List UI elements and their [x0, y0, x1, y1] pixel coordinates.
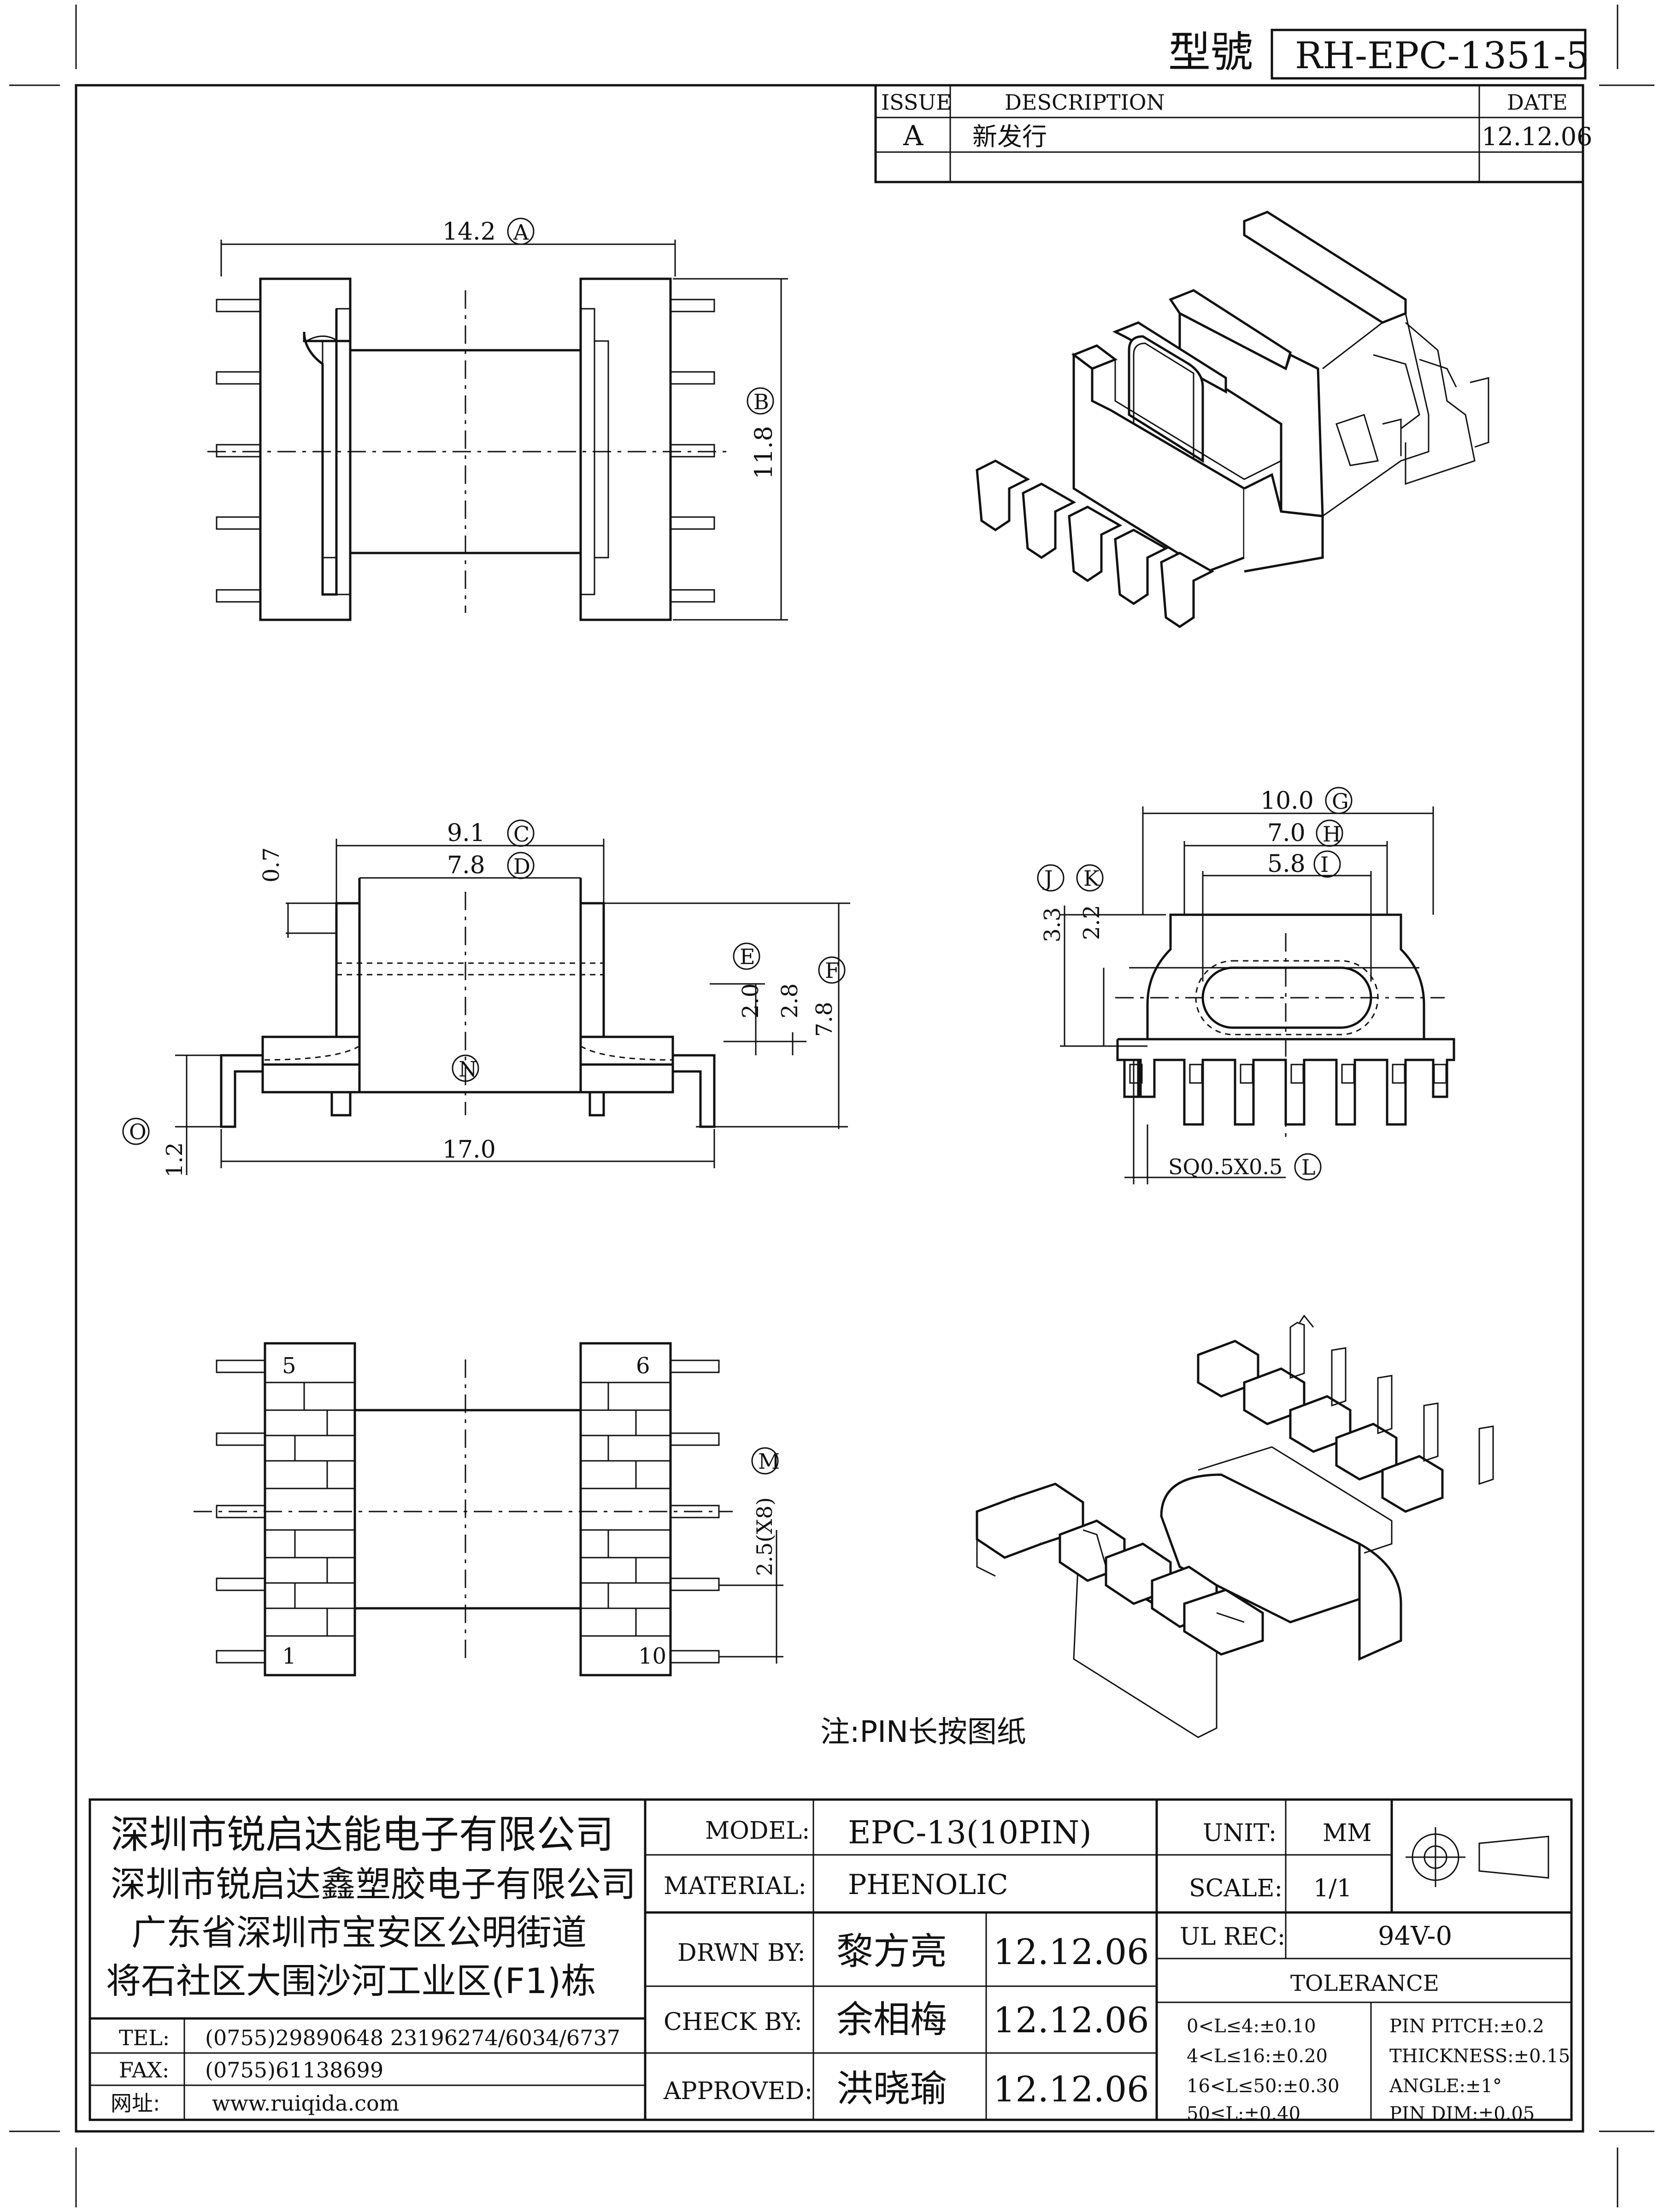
dim-tag-a: A	[513, 220, 529, 245]
dim-7-8: 7.8	[447, 852, 485, 879]
dim-1-2: 1.2	[162, 1142, 188, 1177]
dim-tag-j: J	[1042, 866, 1053, 891]
rev-col-description: DESCRIPTION	[1005, 90, 1165, 115]
tel-label: TEL:	[119, 2025, 170, 2050]
corner-marks	[9, 5, 1654, 2207]
side-view: 10.0 G 7.0 H 5.8 I	[1037, 787, 1455, 1184]
unit-label: UNIT:	[1203, 1819, 1277, 1847]
rev-col-issue: ISSUE	[881, 90, 952, 115]
drawn-by-name: 黎方亮	[836, 1930, 947, 1973]
material-label: MATERIAL:	[664, 1872, 806, 1900]
dim-tag-f: F	[825, 958, 840, 983]
model-field-value: EPC-13(10PIN)	[848, 1815, 1092, 1851]
dim-top-height: 11.8	[750, 426, 778, 479]
company-line-3: 广东省深圳市宝安区公明街道	[131, 1912, 587, 1953]
dim-tag-o: O	[129, 1119, 147, 1144]
fax-label: FAX:	[119, 2058, 169, 2083]
tol-left-3: 16<L≤50:±0.30	[1187, 2076, 1339, 2097]
unit-value: MM	[1323, 1819, 1372, 1847]
pin-label-6: 6	[636, 1353, 650, 1379]
check-by-name: 余相梅	[836, 1998, 947, 2041]
scale-label: SCALE:	[1189, 1875, 1282, 1902]
model-number: RH-EPC-1351-5	[1295, 34, 1589, 77]
dim-10-0: 10.0	[1260, 787, 1314, 815]
dim-tag-k: K	[1083, 866, 1100, 891]
pin-label-5: 5	[282, 1353, 296, 1379]
dim-0-7: 0.7	[259, 847, 284, 882]
pin-label-10: 10	[638, 1643, 666, 1669]
dim-tag-e: E	[740, 944, 755, 969]
rev-description: 新发行	[972, 122, 1047, 151]
isometric-view-top	[976, 211, 1489, 629]
dim-tag-h: H	[1323, 822, 1341, 847]
revision-table: ISSUE DESCRIPTION DATE A 新发行 12.12.06	[874, 84, 1592, 183]
dim-sq-pin: SQ0.5X0.5	[1168, 1154, 1282, 1179]
check-by-label: CHECK BY:	[664, 2008, 802, 2036]
model-field-label: MODEL:	[705, 1817, 810, 1845]
tol-left-1: 0<L≤4:±0.10	[1187, 2016, 1316, 2037]
dim-top-width: 14.2	[442, 218, 496, 246]
rev-date: 12.12.06	[1482, 122, 1592, 151]
tol-left-4: 50≤L:±0.40	[1187, 2103, 1300, 2124]
sheet-border	[75, 84, 1584, 2133]
ul-label: UL REC:	[1180, 1923, 1285, 1951]
note-pin-length: 注:PIN长按图纸	[820, 1715, 1026, 1749]
approved-name: 洪晓瑜	[836, 2067, 947, 2110]
rev-col-date: DATE	[1507, 90, 1568, 115]
pin-label-1: 1	[282, 1643, 296, 1669]
dim-tag-d: D	[513, 854, 530, 879]
web-label: 网址:	[111, 2091, 160, 2116]
dim-7-8-height: 7.8	[812, 1002, 837, 1037]
tol-right-2: THICKNESS:±0.15	[1389, 2046, 1570, 2067]
tol-right-1: PIN PITCH:±0.2	[1389, 2016, 1544, 2037]
tel-value: (0755)29890648 23196274/6034/6737	[205, 2025, 620, 2050]
dim-tag-n: N	[459, 1057, 477, 1082]
dim-5-8: 5.8	[1267, 850, 1306, 878]
projection-symbol-icon	[1406, 1827, 1549, 1887]
dim-tag-c: C	[513, 822, 529, 847]
approved-label: APPROVED:	[663, 2077, 812, 2105]
company-line-4: 将石社区大围沙河工业区(F1)栋	[106, 1960, 596, 2001]
dim-tag-m: M	[758, 1449, 780, 1474]
dim-9-1: 9.1	[447, 819, 485, 847]
ul-value: 94V-0	[1378, 1921, 1452, 1951]
scale-value: 1/1	[1313, 1875, 1352, 1902]
model-number-box	[1271, 29, 1587, 80]
company-line-1: 深圳市锐启达能电子有限公司	[111, 1812, 614, 1857]
dim-3-3: 3.3	[1040, 907, 1065, 942]
title-block: 深圳市锐启达能电子有限公司 深圳市锐启达鑫塑胶电子有限公司 广东省深圳市宝安区公…	[88, 1798, 1573, 2124]
fax-value: (0755)61138699	[205, 2058, 383, 2083]
dim-2-2: 2.2	[1079, 905, 1105, 940]
approved-date: 12.12.06	[993, 2069, 1149, 2110]
bottom-view: 5 6 1 10 2.5(X8) M	[194, 1342, 783, 1677]
dim-tag-g: G	[1332, 789, 1349, 814]
dim-2-0: 2.0	[738, 983, 764, 1018]
dim-tag-l: L	[1301, 1155, 1316, 1180]
tolerance-label: TOLERANCE	[1290, 1971, 1439, 1996]
tol-left-2: 4<L≤16:±0.20	[1187, 2046, 1328, 2067]
rev-issue: A	[903, 120, 924, 152]
front-view: 9.1 C 7.8 D 0.7 2.0 E	[122, 819, 850, 1177]
dim-2-8: 2.8	[777, 983, 803, 1018]
drawn-date: 12.12.06	[993, 1931, 1149, 1972]
company-line-2: 深圳市锐启达鑫塑胶电子有限公司	[111, 1864, 636, 1905]
dim-tag-i: I	[1320, 852, 1329, 877]
dim-pin-pitch: 2.5(X8)	[752, 1497, 777, 1576]
drawn-by-label: DRWN BY:	[677, 1939, 806, 1967]
material-value: PHENOLIC	[848, 1869, 1008, 1901]
tol-right-4: PIN DIM:±0.05	[1389, 2103, 1535, 2124]
check-date: 12.12.06	[993, 2000, 1149, 2041]
tol-right-3: ANGLE:±1°	[1389, 2076, 1502, 2097]
top-view: 14.2 A 11.8 B	[207, 218, 788, 621]
dim-tag-b: B	[753, 389, 769, 414]
model-number-label: 型號	[1168, 28, 1253, 77]
dim-7-0: 7.0	[1267, 819, 1306, 847]
dim-17-0: 17.0	[442, 1136, 496, 1164]
web-value: www.ruiqida.com	[212, 2091, 399, 2116]
isometric-view-bottom	[976, 1314, 1494, 1738]
